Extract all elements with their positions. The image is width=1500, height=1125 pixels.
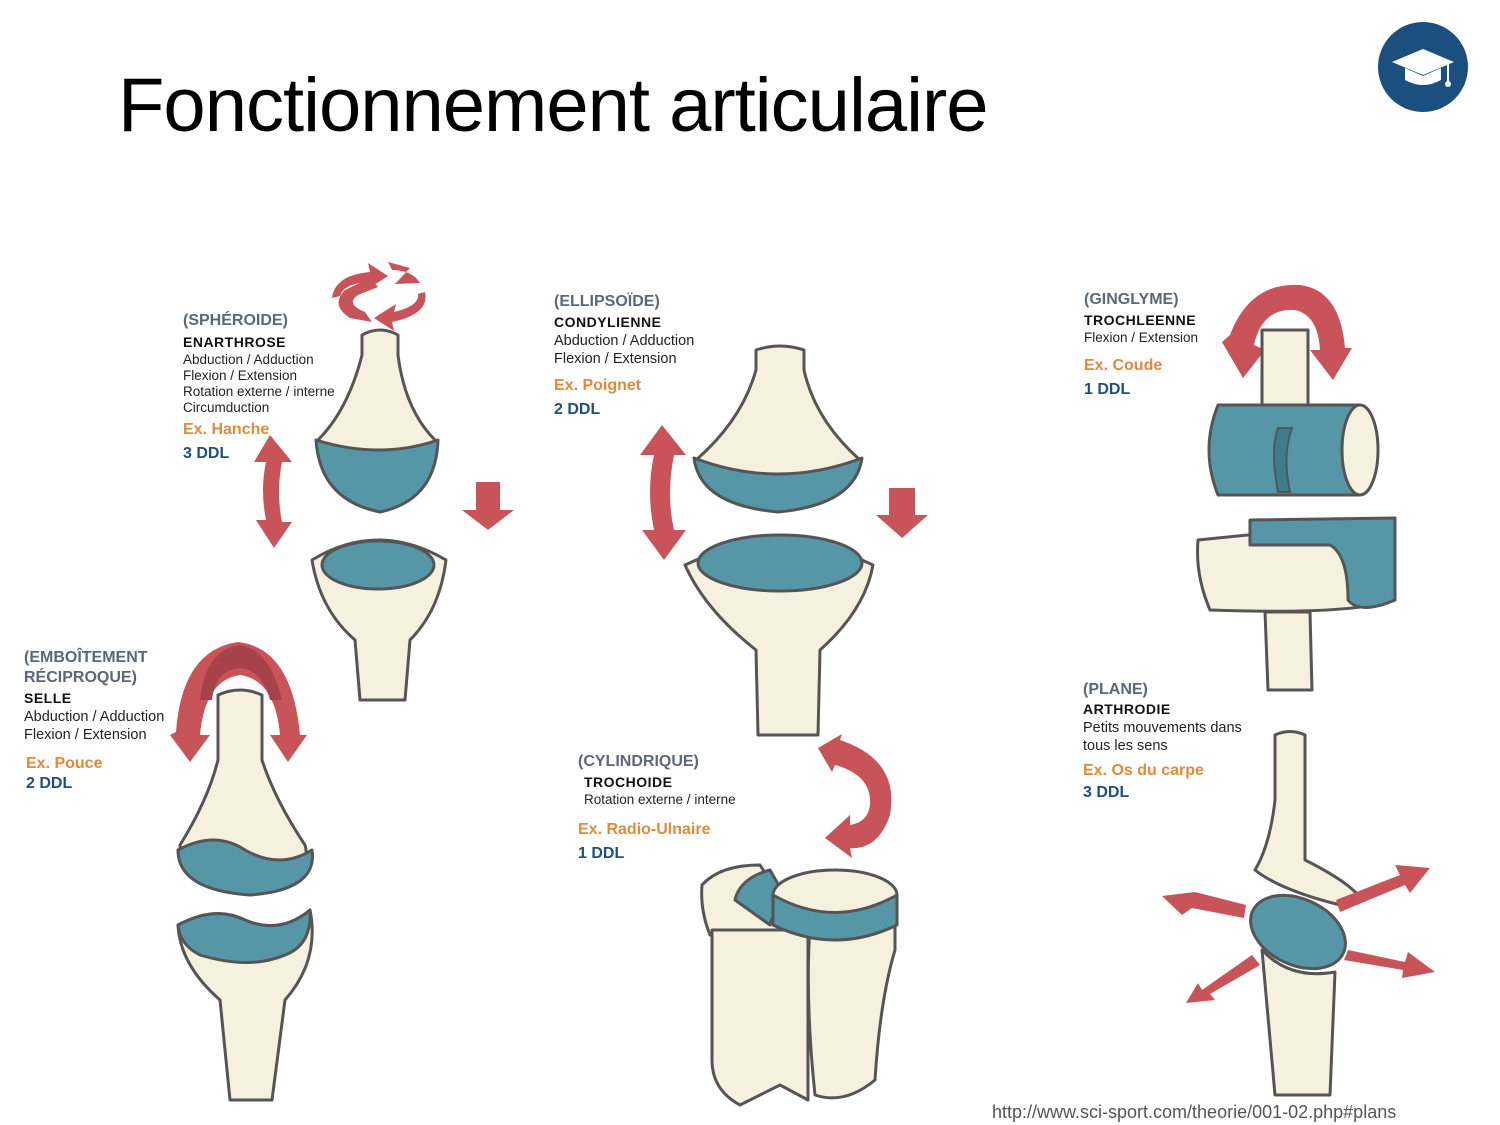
cylindrique-example: Ex. Radio-Ulnaire bbox=[578, 820, 711, 838]
plane-name: ARTHRODIE bbox=[1083, 701, 1171, 717]
ellipsoide-group: (ELLIPSOÏDE) bbox=[554, 293, 660, 310]
ginglyme-name: TROCHLEENNE bbox=[1084, 312, 1197, 328]
selle-ddl: 2 DDL bbox=[26, 774, 73, 792]
plane-movement: Petits mouvements dans bbox=[1083, 719, 1242, 736]
selle-example: Ex. Pouce bbox=[26, 754, 103, 772]
selle-illustration bbox=[170, 642, 314, 1102]
ellipsoide-example: Ex. Poignet bbox=[554, 376, 642, 394]
ginglyme-label: (GINGLYME) TROCHLEENNE Flexion / Extensi… bbox=[1084, 290, 1198, 400]
ellipsoide-name: CONDYLIENNE bbox=[554, 314, 662, 330]
plane-group: (PLANE) bbox=[1083, 681, 1148, 698]
selle-group-line: RÉCIPROQUE) bbox=[24, 669, 137, 686]
plane-example: Ex. Os du carpe bbox=[1083, 761, 1204, 779]
selle-name: SELLE bbox=[24, 690, 72, 706]
cylindrique-group: (CYLINDRIQUE) bbox=[578, 753, 699, 770]
selle-movement: Abduction / Adduction bbox=[24, 708, 165, 725]
selle-label: (EMBOÎTEMENT RÉCIPROQUE) SELLE Abduction… bbox=[24, 648, 164, 794]
ellipsoide-movement: Flexion / Extension bbox=[554, 350, 677, 367]
cylindrique-illustration bbox=[700, 734, 899, 1107]
selle-movement: Flexion / Extension bbox=[24, 726, 147, 743]
ellipsoide-label: (ELLIPSOÏDE) CONDYLIENNE Abduction / Add… bbox=[554, 292, 694, 420]
ellipsoide-movement: Abduction / Adduction bbox=[554, 332, 695, 349]
cylindrique-name: TROCHOIDE bbox=[584, 774, 673, 790]
slide-title: Fonctionnement articulaire bbox=[118, 63, 989, 148]
spheroide-movement: Flexion / Extension bbox=[183, 367, 298, 383]
plane-movement: tous les sens bbox=[1083, 737, 1168, 754]
spheroide-group: (SPHÉROIDE) bbox=[183, 312, 288, 329]
cylindrique-movement: Rotation externe / interne bbox=[584, 791, 736, 807]
spheroide-movement: Rotation externe / interne bbox=[183, 383, 335, 399]
spheroide-movement: Circumduction bbox=[183, 399, 270, 415]
plane-ddl: 3 DDL bbox=[1083, 783, 1130, 801]
source-link[interactable]: http://www.sci-sport.com/theorie/001-02.… bbox=[992, 1102, 1397, 1122]
ginglyme-movement: Flexion / Extension bbox=[1084, 329, 1199, 345]
graduation-cap-icon bbox=[1378, 22, 1468, 112]
ginglyme-group: (GINGLYME) bbox=[1084, 291, 1179, 308]
ginglyme-illustration bbox=[1196, 284, 1397, 692]
plane-label: (PLANE) ARTHRODIE Petits mouvements dans… bbox=[1083, 680, 1242, 803]
ginglyme-example: Ex. Coude bbox=[1084, 356, 1163, 374]
ellipsoide-illustration bbox=[640, 344, 928, 737]
spheroide-name: ENARTHROSE bbox=[183, 334, 287, 350]
spheroide-movement: Abduction / Adduction bbox=[183, 351, 314, 367]
spheroide-example: Ex. Hanche bbox=[183, 420, 270, 438]
ginglyme-ddl: 1 DDL bbox=[1084, 380, 1131, 398]
plane-illustration bbox=[1162, 730, 1435, 1097]
cylindrique-ddl: 1 DDL bbox=[578, 844, 625, 862]
spheroide-label: (SPHÉROIDE) ENARTHROSE Abduction / Adduc… bbox=[183, 311, 335, 464]
spheroide-ddl: 3 DDL bbox=[183, 444, 230, 462]
cylindrique-label: (CYLINDRIQUE) TROCHOIDE Rotation externe… bbox=[578, 752, 736, 864]
spheroide-illustration bbox=[254, 262, 514, 702]
ellipsoide-ddl: 2 DDL bbox=[554, 400, 601, 418]
selle-group-line: (EMBOÎTEMENT bbox=[24, 649, 148, 666]
